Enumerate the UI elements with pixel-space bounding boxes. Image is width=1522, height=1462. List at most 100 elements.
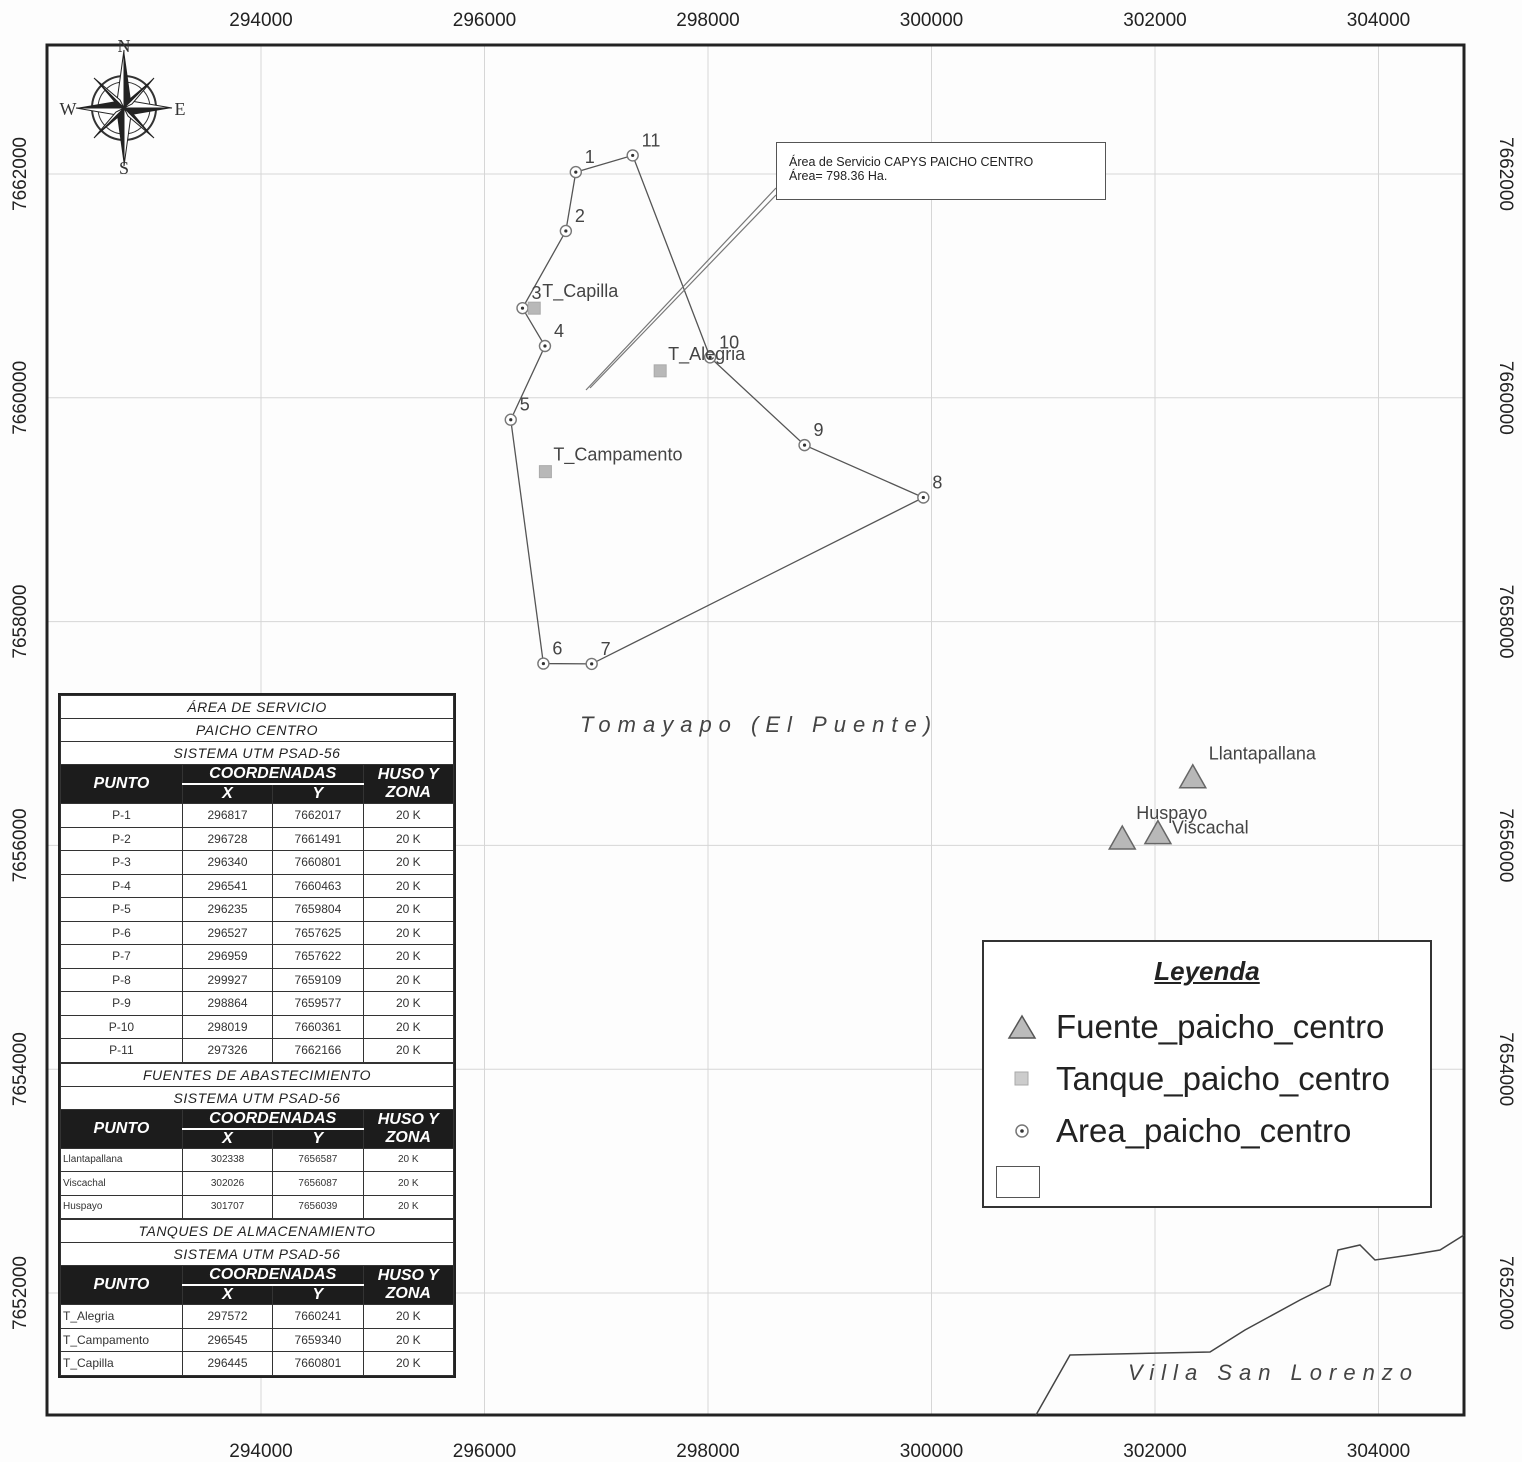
tanks-title-2: SISTEMA UTM PSAD-56	[60, 1242, 454, 1266]
table-cell: T_Campamento	[60, 1327, 183, 1352]
x-tick-bottom-2: 298000	[676, 1441, 739, 1462]
axis-ticks: 2940002940002960002960002980002980003000…	[10, 10, 1516, 1462]
table-cell: 7662166	[272, 1038, 364, 1063]
sources-title-2: SISTEMA UTM PSAD-56	[60, 1085, 454, 1110]
table-cell: 7660801	[272, 850, 364, 875]
table-cell: P-6	[60, 920, 183, 945]
table-cell: P-11	[60, 1038, 183, 1063]
legend-title: Leyenda	[1154, 956, 1260, 986]
table-cell: P-9	[60, 991, 183, 1016]
area-point-center	[802, 443, 807, 447]
table-cell: 20 K	[362, 873, 455, 898]
source-marker-1	[1143, 819, 1173, 845]
table-cell: 7660463	[272, 873, 364, 898]
y-tick-left-0: 7662000	[10, 137, 31, 211]
place-tomayapo: Tomayapo (El Puente)	[580, 712, 938, 737]
table-cell: P-4	[60, 873, 183, 898]
source-label-0: Llantapallana	[1209, 744, 1317, 764]
sources-header-y: Y	[272, 1128, 364, 1149]
coordinate-tables: ÁREA DE SERVICIO PAICHO CENTRO SISTEMA U…	[58, 693, 456, 1378]
tanks-table: TANQUES DE ALMACENAMIENTO SISTEMA UTM PS…	[60, 1219, 455, 1376]
table-cell: 20 K	[362, 850, 455, 875]
table-cell: P-3	[60, 850, 183, 875]
table-cell: 20 K	[362, 944, 455, 969]
circle-dot-icon	[1004, 1121, 1040, 1141]
table-cell: 7659340	[272, 1327, 364, 1352]
x-tick-bottom-0: 294000	[229, 1441, 292, 1462]
source-marker-0	[1178, 763, 1208, 789]
table-cell: P-2	[60, 826, 183, 851]
map-frame	[45, 43, 1466, 1417]
source-label-1: Viscachal	[1172, 818, 1249, 838]
area-point-center	[564, 229, 568, 233]
table-cell: 296527	[181, 920, 274, 945]
table-cell: 7659577	[272, 991, 364, 1016]
table-cell: T_Capilla	[60, 1351, 183, 1376]
table-cell: 298864	[181, 991, 274, 1016]
table-cell: Llantapallana	[60, 1147, 183, 1172]
area-point-label-5: 5	[520, 395, 530, 415]
area-point-label-7: 7	[601, 639, 611, 659]
tanks-header-y: Y	[272, 1284, 364, 1305]
sources-table-body: FUENTES DE ABASTECIMIENTO SISTEMA UTM PS…	[60, 1062, 455, 1219]
tank-label-1: T_Campamento	[553, 445, 682, 466]
sources-header-x: X	[181, 1128, 274, 1149]
area-point-center	[520, 306, 525, 310]
table-cell: 7657622	[272, 944, 364, 969]
tank-marker-2	[527, 301, 541, 315]
table-cell: T_Alegria	[60, 1304, 183, 1329]
area-point-center	[543, 344, 547, 348]
callout-leader	[585, 187, 777, 391]
x-tick-top-4: 302000	[1123, 10, 1186, 31]
compass-rose-icon: N S E W	[60, 36, 186, 178]
area-point-center	[921, 495, 925, 500]
table-cell: 20 K	[362, 1351, 455, 1376]
source-label-2: Huspayo	[1136, 803, 1207, 823]
x-tick-bottom-4: 302000	[1123, 1441, 1186, 1462]
table-cell: 20 K	[362, 991, 455, 1016]
source-marker-2	[1107, 824, 1137, 850]
tanks-header-coords: COORDENADAS	[181, 1265, 364, 1286]
table-cell: 296817	[181, 803, 274, 828]
y-tick-left-4: 7654000	[10, 1032, 31, 1106]
table-cell: P-5	[60, 897, 183, 922]
area-point-label-11: 11	[642, 130, 661, 150]
area-title-3: SISTEMA UTM PSAD-56	[60, 741, 454, 765]
area-header-x: X	[181, 783, 274, 804]
table-cell: 296728	[181, 826, 274, 851]
compass-s: S	[119, 158, 129, 178]
area-point-label-8: 8	[932, 473, 942, 493]
y-tick-right-1: 7660000	[1495, 361, 1516, 435]
table-cell: 7660241	[272, 1304, 364, 1329]
y-tick-right-5: 7652000	[1495, 1256, 1516, 1330]
tanks-title-1: TANQUES DE ALMACENAMIENTO	[60, 1219, 454, 1243]
table-cell: 7656587	[272, 1147, 364, 1172]
x-tick-top-5: 304000	[1347, 10, 1410, 31]
area-title-1: ÁREA DE SERVICIO	[60, 695, 454, 719]
legend: Leyenda Fuente_paicho_centro Tanque_paic…	[982, 940, 1432, 1208]
table-cell: 7662017	[272, 803, 364, 828]
table-cell: 296541	[181, 873, 274, 898]
area-table: ÁREA DE SERVICIO PAICHO CENTRO SISTEMA U…	[60, 695, 455, 1063]
area-title-2: PAICHO CENTRO	[60, 718, 454, 742]
area-point-center	[631, 153, 635, 158]
table-cell: 7659109	[272, 967, 364, 992]
table-cell: 297572	[181, 1304, 274, 1329]
table-cell: 296545	[181, 1327, 274, 1352]
tank-label-2: T_Capilla	[542, 281, 619, 302]
callout-line-1: Área de Servicio CAPYS PAICHO CENTRO	[789, 155, 1034, 169]
table-cell: 7660801	[272, 1351, 364, 1376]
